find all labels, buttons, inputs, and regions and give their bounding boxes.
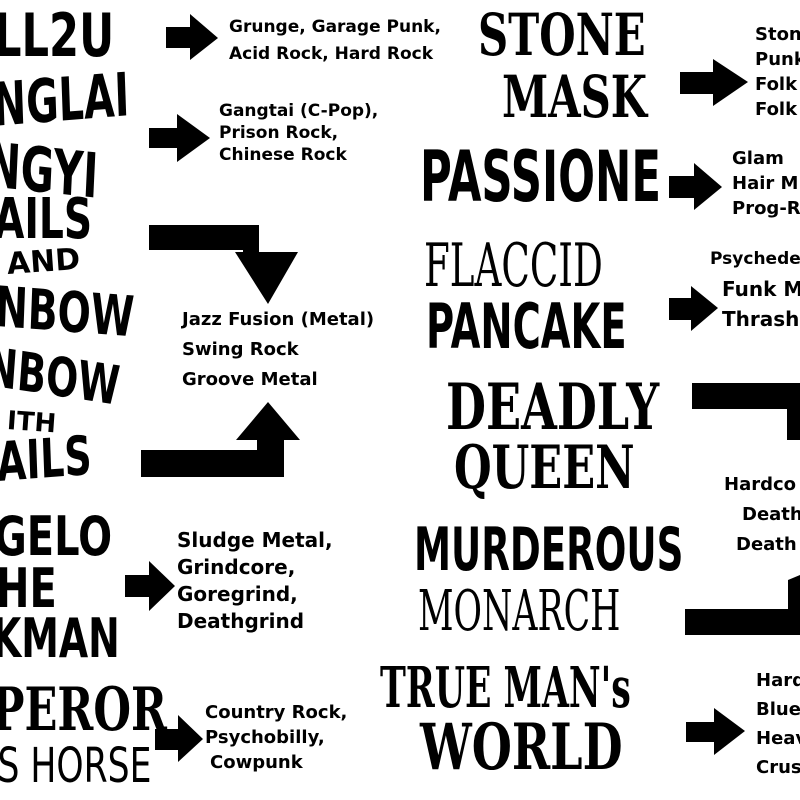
arrow-elbow-down-icon (149, 225, 298, 304)
band-name-angelo-line3: KMAN (0, 607, 120, 670)
band-name-flaccid-line2: PANCAKE (426, 290, 627, 363)
genre-item: Sludge Metal, (177, 528, 333, 552)
genre-item: Heav (756, 728, 800, 749)
genre-item: Hair M (732, 173, 799, 194)
band-name-flaccid-line1: FLACCID (424, 231, 603, 301)
band-name-trueman-line1: TRUE MAN's (380, 655, 631, 721)
genre-item: Swing Rock (182, 339, 299, 360)
band-name-canglai-line1: NGLAI (0, 60, 131, 141)
band-name-angelo-line2: HE (0, 557, 57, 620)
arrow-elbow-up-icon (685, 575, 800, 635)
band-name-deadly-line1: DEADLY (446, 370, 660, 445)
genre-list-deadly: Hardco Death Death (724, 470, 800, 560)
genre-item: Death (742, 504, 800, 525)
genre-item: Cowpunk (210, 752, 303, 773)
genre-list-passione: Glam Hair M Prog-R (732, 146, 800, 221)
band-name-kill2u: LL2U (0, 1, 115, 71)
band-name-murderous-line1: MURDEROUS (414, 515, 684, 585)
genre-item: Hard (756, 670, 800, 691)
genre-item: Crus (756, 757, 800, 778)
genre-item: Thrash (722, 307, 800, 331)
band-name-stone-line2: MASK (502, 63, 648, 131)
arrow-elbow-up-icon (141, 402, 300, 477)
genre-item: Prison Rock, (219, 123, 339, 143)
genre-item: Goregrind, (177, 582, 298, 606)
arrow-elbow-down-icon (692, 383, 800, 440)
genre-list-fusion: Jazz Fusion (Metal) Swing Rock Groove Me… (182, 305, 374, 395)
genre-item: Grunge, Garage Punk, (229, 17, 441, 37)
genre-list-emperor: Country Rock, Psychobilly, Cowpunk (205, 700, 347, 775)
genre-item: Psychobilly, (205, 727, 325, 748)
band-name-trueman-line2: WORLD (420, 710, 623, 785)
genre-item: Ston (755, 24, 800, 45)
band-name-angelo-line1: GELO (0, 505, 113, 568)
band-name-emperor-line2: 'S HORSE (0, 738, 152, 794)
arrow-right-icon (166, 14, 218, 60)
genre-list-flaccid: Psychede Funk M Thrash (710, 244, 800, 334)
band-name-passione: PASSIONE (420, 136, 661, 218)
genre-item: Chinese Rock (219, 145, 347, 165)
band-name-rainbow-line3: AILS (0, 423, 93, 494)
genre-item: Punk (755, 49, 800, 70)
band-name-tails-line3: NBOW (0, 275, 136, 351)
genre-list-kill2u: Grunge, Garage Punk, Acid Rock, Hard Roc… (229, 16, 441, 65)
genre-item: Jazz Fusion (Metal) (182, 309, 375, 330)
arrow-right-icon (669, 163, 722, 210)
genre-list-canglai: Gangtai (C-Pop), Prison Rock, Chinese Ro… (219, 100, 378, 166)
genre-item: Deathgrind (177, 609, 305, 633)
genre-item: Glam (732, 148, 784, 169)
genre-item: Grindcore, (177, 555, 296, 579)
genre-item: Country Rock, (205, 702, 348, 723)
genre-item: Groove Metal (182, 369, 318, 390)
band-name-emperor-line1: PEROR (0, 675, 167, 745)
genre-item: Gangtai (C-Pop), (219, 101, 379, 121)
band-name-murderous-line2: MONARCH (418, 579, 621, 644)
genre-item: Folk (755, 74, 798, 95)
arrow-right-icon (686, 708, 745, 755)
genre-item: Psychede (710, 249, 800, 269)
band-name-tails-line2: AND (5, 241, 82, 282)
band-name-stone-line1: STONE (478, 1, 646, 69)
arrow-right-icon (669, 286, 718, 331)
band-name-deadly-line2: QUEEN (454, 433, 635, 503)
band-name-tails-line1: AILS (0, 187, 93, 252)
arrow-right-icon (149, 114, 210, 162)
genre-item: Folk (755, 99, 798, 120)
genre-item: Hardco (724, 474, 797, 495)
genre-list-angelo: Sludge Metal, Grindcore, Goregrind, Deat… (177, 527, 333, 635)
genre-item: Funk M (722, 277, 800, 301)
arrow-right-icon (680, 59, 748, 106)
arrow-right-icon (125, 561, 175, 611)
genre-item: Acid Rock, Hard Rock (229, 44, 433, 64)
arrow-right-icon (155, 715, 203, 762)
genre-list-trueman: Hard Blue Heav Crus (756, 666, 800, 782)
genre-item: Blue (756, 699, 800, 720)
genre-list-stone: Ston Punk Folk Folk (755, 22, 800, 122)
genre-item: Prog-R (732, 198, 800, 219)
genre-item: Death (736, 534, 797, 555)
